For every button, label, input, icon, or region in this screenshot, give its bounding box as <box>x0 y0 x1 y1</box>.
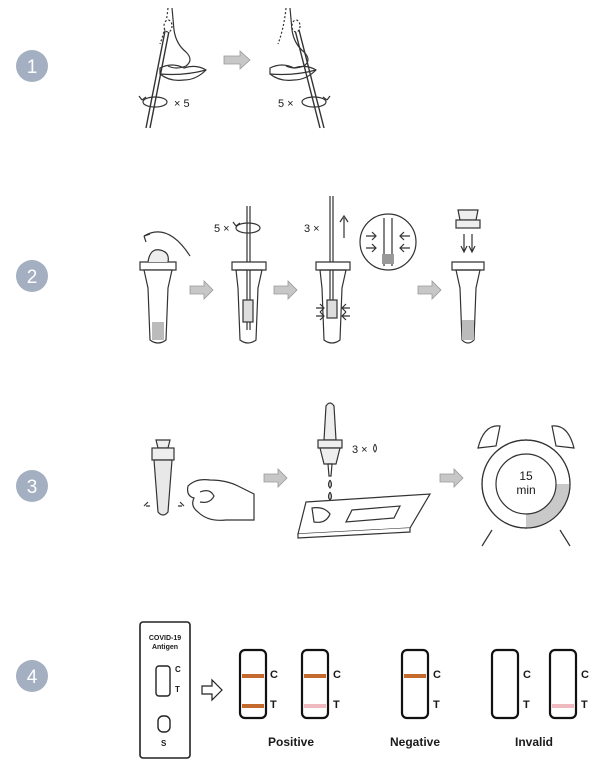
step-badge-3: 3 <box>16 470 48 502</box>
timer-minutes: 15 <box>519 469 533 483</box>
step3-hand <box>187 479 255 521</box>
step4-outline-arrow <box>201 678 223 702</box>
strip-c-label: C <box>581 669 589 681</box>
strip-c-label: C <box>433 669 441 681</box>
step2-tube-swab <box>231 206 267 344</box>
step1-right-rotate-icon <box>301 95 331 108</box>
cassette-title-line1: COVID-19 <box>149 635 181 642</box>
strip-c-label: C <box>270 669 278 681</box>
cassette-s-label: S <box>161 739 167 748</box>
strip-t-label: T <box>523 699 530 711</box>
step2-tube-squeeze <box>315 196 351 344</box>
strip-c-label: C <box>523 669 531 681</box>
step3-arrow-2 <box>439 468 464 488</box>
rotate-count-label: × 5 <box>174 98 190 110</box>
step2-tube-cap <box>451 209 485 344</box>
strip-t-label: T <box>270 699 277 711</box>
step2-arrow-2 <box>273 280 298 300</box>
result-strip-negative <box>400 648 430 720</box>
rotate-count-label: 5 × <box>214 223 230 235</box>
step3-test-cassette <box>297 493 432 539</box>
step1-left-face <box>145 7 207 129</box>
result-label-positive: Positive <box>268 735 314 749</box>
result-strip-invalid-t-only <box>548 648 578 720</box>
step2-arrow-1 <box>189 280 214 300</box>
step2-magnifier <box>359 213 417 271</box>
timer-unit: min <box>516 483 535 497</box>
strip-c-label: C <box>333 669 341 681</box>
cassette-t-label: T <box>175 685 180 694</box>
strip-t-label: T <box>581 699 588 711</box>
result-label-invalid: Invalid <box>515 735 553 749</box>
result-label-negative: Negative <box>390 735 440 749</box>
step3-alarm-clock <box>477 425 575 547</box>
step-number: 2 <box>27 267 38 288</box>
step1-right-face <box>269 7 325 129</box>
step1-arrow <box>223 50 251 70</box>
step-badge-4: 4 <box>16 660 48 692</box>
step-number: 4 <box>27 667 38 688</box>
step1-left-rotate-icon <box>138 95 168 108</box>
squeeze-count-label: 3 × <box>304 223 320 235</box>
result-strip-positive-strong <box>238 648 268 720</box>
rotate-count-label: 5 × <box>278 98 294 110</box>
cassette-c-label: C <box>175 665 181 674</box>
step-badge-1: 1 <box>16 50 48 82</box>
step-badge-2: 2 <box>16 260 48 292</box>
drop-icon <box>373 443 377 453</box>
strip-t-label: T <box>433 699 440 711</box>
cassette-title-line2: Antigen <box>152 644 178 651</box>
step2-tube-open <box>139 231 191 344</box>
strip-t-label: T <box>333 699 340 711</box>
step-number: 3 <box>27 477 38 498</box>
result-strip-positive-faint <box>300 648 330 720</box>
step-number: 1 <box>27 57 38 78</box>
step3-tube-shake <box>143 439 185 516</box>
step4-cassette <box>139 621 191 759</box>
drops-count-label: 3 × <box>352 444 368 456</box>
step3-arrow-1 <box>263 468 288 488</box>
step3-dropper <box>317 402 343 501</box>
step2-arrow-3 <box>417 280 442 300</box>
result-strip-invalid-empty <box>490 648 520 720</box>
